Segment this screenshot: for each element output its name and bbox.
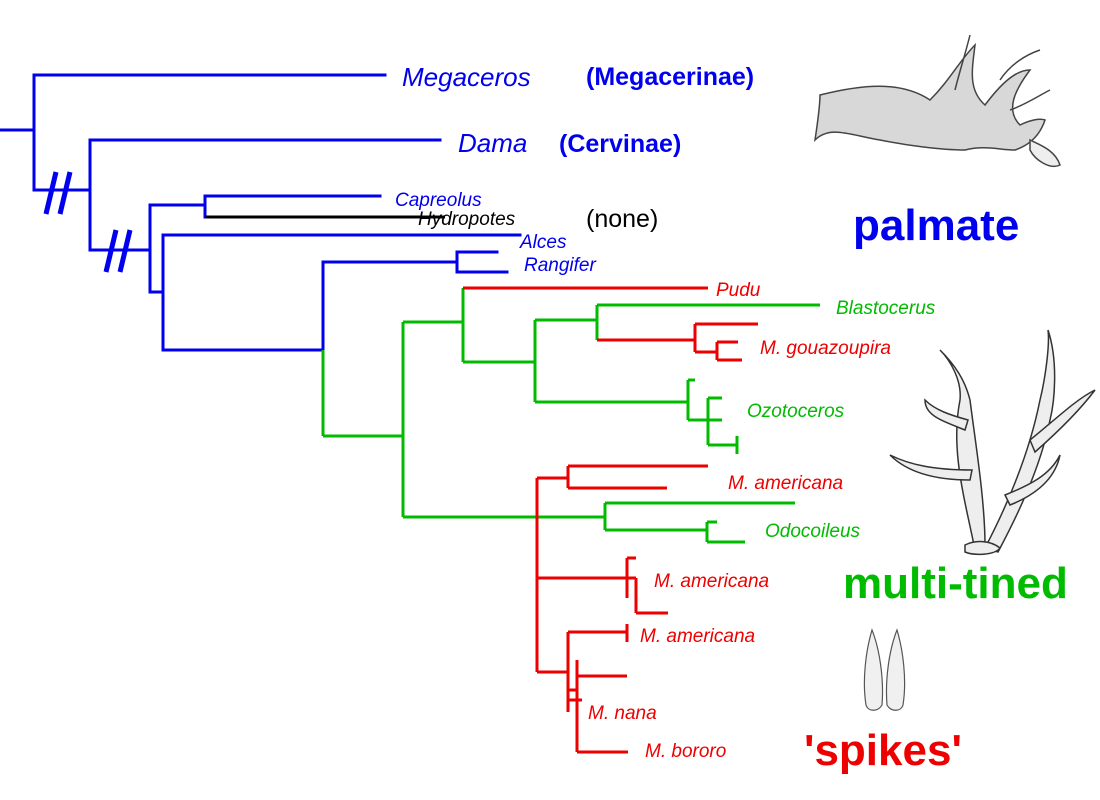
antler-right-tine-2 — [1003, 454, 1061, 506]
palmate-branches — [0, 73, 522, 352]
break-mark-2a — [103, 229, 119, 273]
palmate-antler-blade — [813, 42, 1046, 151]
clade-cervinae: (Cervinae) — [559, 130, 681, 158]
break-mark-2b — [117, 229, 133, 273]
antler-right-tine-1 — [1029, 389, 1096, 454]
taxon-m-americana-1: M. americana — [728, 473, 843, 494]
taxon-m-americana-3: M. americana — [640, 626, 755, 647]
taxon-rangifer: Rangifer — [524, 255, 596, 276]
palmate-antler-tine-2 — [999, 49, 1041, 81]
clade-megacerinae: (Megacerinae) — [586, 63, 754, 91]
spike-antlers-icon — [863, 628, 906, 711]
taxon-megaceros: Megaceros — [402, 62, 531, 92]
taxon-m-gouazoupira: M. gouazoupira — [760, 338, 891, 359]
taxon-odocoileus: Odocoileus — [765, 521, 861, 542]
taxon-blastocerus: Blastocerus — [836, 298, 936, 319]
antler-left-beam — [939, 349, 986, 552]
taxon-m-bororo: M. bororo — [645, 741, 726, 762]
palmate-antler-icon — [813, 34, 1061, 167]
antler-left-tine-1 — [924, 398, 969, 432]
spike-left — [863, 628, 884, 711]
antler-left-tine-2 — [889, 454, 973, 481]
palmate-antler-burr — [1029, 138, 1061, 167]
break-marks — [43, 171, 133, 273]
antler-base — [964, 540, 1002, 556]
break-mark-1a — [43, 171, 59, 215]
category-multi-tined: multi-tined — [843, 559, 1068, 608]
spike-right — [885, 628, 906, 711]
palmate-antler-tine-3 — [1009, 89, 1051, 111]
taxon-labels: Megaceros (Megacerinae) Dama (Cervinae) … — [395, 62, 936, 762]
category-spikes: 'spikes' — [804, 726, 962, 775]
taxon-dama: Dama — [458, 128, 527, 158]
taxon-capreolus: Capreolus — [395, 190, 482, 211]
taxon-hydropotes: Hydropotes — [418, 209, 516, 230]
multi-tined-antler-icon — [889, 329, 1096, 556]
taxon-alces: Alces — [519, 232, 567, 253]
palmate-antler-tine-1 — [954, 34, 971, 91]
taxon-m-nana: M. nana — [588, 703, 657, 724]
spikes-branches — [463, 286, 758, 754]
break-mark-1b — [57, 171, 73, 215]
taxon-ozotoceros: Ozotoceros — [747, 401, 845, 422]
taxon-pudu: Pudu — [716, 280, 761, 301]
taxon-m-americana-2: M. americana — [654, 571, 769, 592]
multi-tined-branches — [321, 288, 820, 544]
clade-none: (none) — [586, 205, 658, 233]
category-palmate: palmate — [853, 201, 1019, 250]
